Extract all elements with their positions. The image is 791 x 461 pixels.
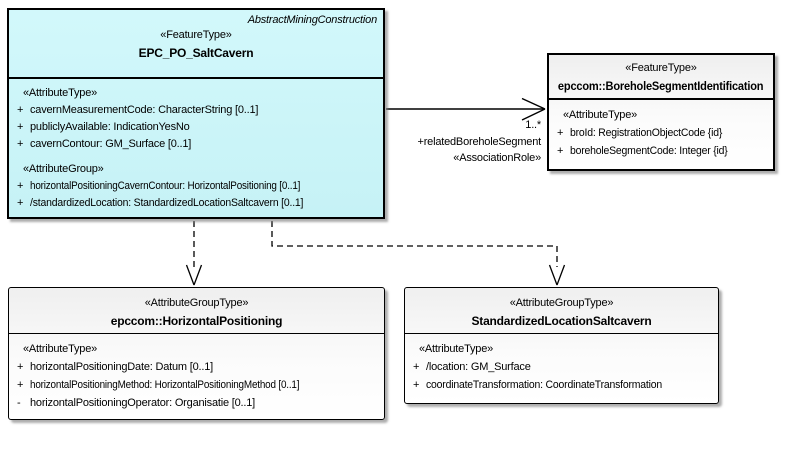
attribute-text: horizontalPositioningOperator: Organisat…: [30, 397, 255, 409]
attribute-text: boreholeSegmentCode: Integer {id}: [570, 145, 728, 157]
parent-classifier-label: AbstractMiningConstruction: [247, 14, 378, 26]
attributes-compartment: «AttributeType» + broId: RegistrationObje…: [549, 100, 773, 160]
attribute-row: + /location: GM_Surface: [405, 358, 718, 376]
class-borehole-segment-identification[interactable]: «FeatureType» epccom::BoreholeSegmentIde…: [547, 53, 775, 171]
attribute-text: horizontalPositioningDate: Datum [0..1]: [30, 361, 213, 373]
visibility-marker: +: [17, 197, 24, 209]
class-standardized-location-saltcavern[interactable]: «AttributeGroupType» StandardizedLocatio…: [404, 287, 719, 404]
attribute-row: + coordinateTransformation: CoordinateTra…: [405, 376, 718, 394]
attribute-text: cavernMeasurementCode: CharacterString […: [30, 104, 259, 116]
attributes-compartment: «AttributeType» + cavernMeasurementCode: …: [9, 79, 383, 212]
class-header: AbstractMiningConstruction «FeatureType»…: [9, 10, 383, 79]
class-name: epccom::BoreholeSegmentIdentification: [558, 79, 764, 93]
attribute-row: + horizontalPositioningCavernContour: Hor…: [9, 178, 383, 195]
visibility-marker: +: [17, 104, 24, 116]
section-heading: «AttributeType»: [563, 109, 638, 121]
attribute-text: coordinateTransformation: CoordinateTran…: [426, 379, 663, 391]
attribute-row: + broId: RegistrationObjectCode {id}: [549, 124, 773, 142]
class-header: «AttributeGroupType» epccom::HorizontalP…: [9, 288, 384, 334]
role-name-label: +relatedBoreholeSegment: [417, 135, 541, 148]
stereotype-label: «AttributeGroupType»: [509, 297, 614, 309]
attribute-text: horizontalPositioningMethod: HorizontalP…: [30, 379, 300, 391]
class-header: «FeatureType» epccom::BoreholeSegmentIde…: [549, 55, 773, 100]
dependency-horizontal-positioning[interactable]: [185, 221, 203, 286]
attribute-row: + cavernMeasurementCode: CharacterString …: [9, 102, 383, 119]
section-gap: [9, 153, 383, 161]
attribute-row: + horizontalPositioningMethod: Horizontal…: [9, 376, 384, 394]
stereotype-label: «FeatureType»: [160, 29, 232, 41]
visibility-marker: +: [17, 379, 24, 391]
section-heading: «AttributeType»: [23, 87, 98, 99]
visibility-marker: +: [413, 361, 420, 373]
class-header: «AttributeGroupType» StandardizedLocatio…: [405, 288, 718, 334]
attribute-text: horizontalPositioningCavernContour: Hori…: [30, 180, 301, 192]
visibility-marker: +: [17, 121, 24, 133]
attribute-text: /location: GM_Surface: [426, 361, 531, 373]
attributes-compartment: «AttributeType» + /location: GM_Surface +…: [405, 334, 718, 394]
dependency-line[interactable]: [271, 221, 558, 267]
class-name: StandardizedLocationSaltcavern: [471, 314, 652, 328]
section-heading: «AttributeType»: [23, 343, 98, 355]
class-horizontal-positioning[interactable]: «AttributeGroupType» epccom::HorizontalP…: [8, 287, 385, 420]
visibility-marker: -: [17, 397, 21, 409]
class-name: epccom::HorizontalPositioning: [110, 314, 283, 328]
attribute-text: /standardizedLocation: StandardizedLocat…: [30, 197, 304, 209]
attribute-text: cavernContour: GM_Surface [0..1]: [30, 138, 192, 150]
attribute-row: -horizontalPositioningOperator: Organisa…: [9, 394, 384, 412]
section-heading: «AttributeType»: [419, 343, 494, 355]
attribute-row: + horizontalPositioningDate: Datum [0..1]: [9, 358, 384, 376]
visibility-marker: +: [413, 379, 420, 391]
class-name: EPC_PO_SaltCavern: [138, 46, 254, 60]
attribute-text: publiclyAvailable: IndicationYesNo: [30, 121, 190, 133]
class-epc-po-saltcavern[interactable]: AbstractMiningConstruction «FeatureType»…: [7, 8, 385, 219]
attribute-row: + boreholeSegmentCode: Integer {id}: [549, 142, 773, 160]
association-labels: 1..* +relatedBoreholeSegment «Associatio…: [330, 117, 541, 167]
dependency-open-arrowhead-icon: [548, 264, 566, 286]
attribute-row: + cavernContour: GM_Surface [0..1]: [9, 136, 383, 153]
dependency-open-arrowhead-icon: [185, 264, 203, 286]
stereotype-label: «AttributeGroupType»: [144, 297, 249, 309]
dependency-standardized-location[interactable]: [271, 221, 566, 286]
visibility-marker: +: [17, 361, 24, 373]
attribute-text: broId: RegistrationObjectCode {id}: [570, 127, 723, 139]
visibility-marker: +: [17, 138, 24, 150]
attribute-row: + /standardizedLocation: StandardizedLoca…: [9, 195, 383, 212]
section-heading: «AttributeGroup»: [23, 163, 104, 175]
multiplicity-label: 1..*: [525, 119, 541, 131]
stereotype-label: «FeatureType»: [625, 62, 697, 74]
association-stereotype-label: «AssociationRole»: [453, 152, 541, 164]
attribute-row: + publiclyAvailable: IndicationYesNo: [9, 119, 383, 136]
visibility-marker: +: [557, 127, 564, 139]
visibility-marker: +: [557, 145, 564, 157]
visibility-marker: +: [17, 180, 24, 192]
attributes-compartment: «AttributeType» + horizontalPositioningDa…: [9, 334, 384, 412]
